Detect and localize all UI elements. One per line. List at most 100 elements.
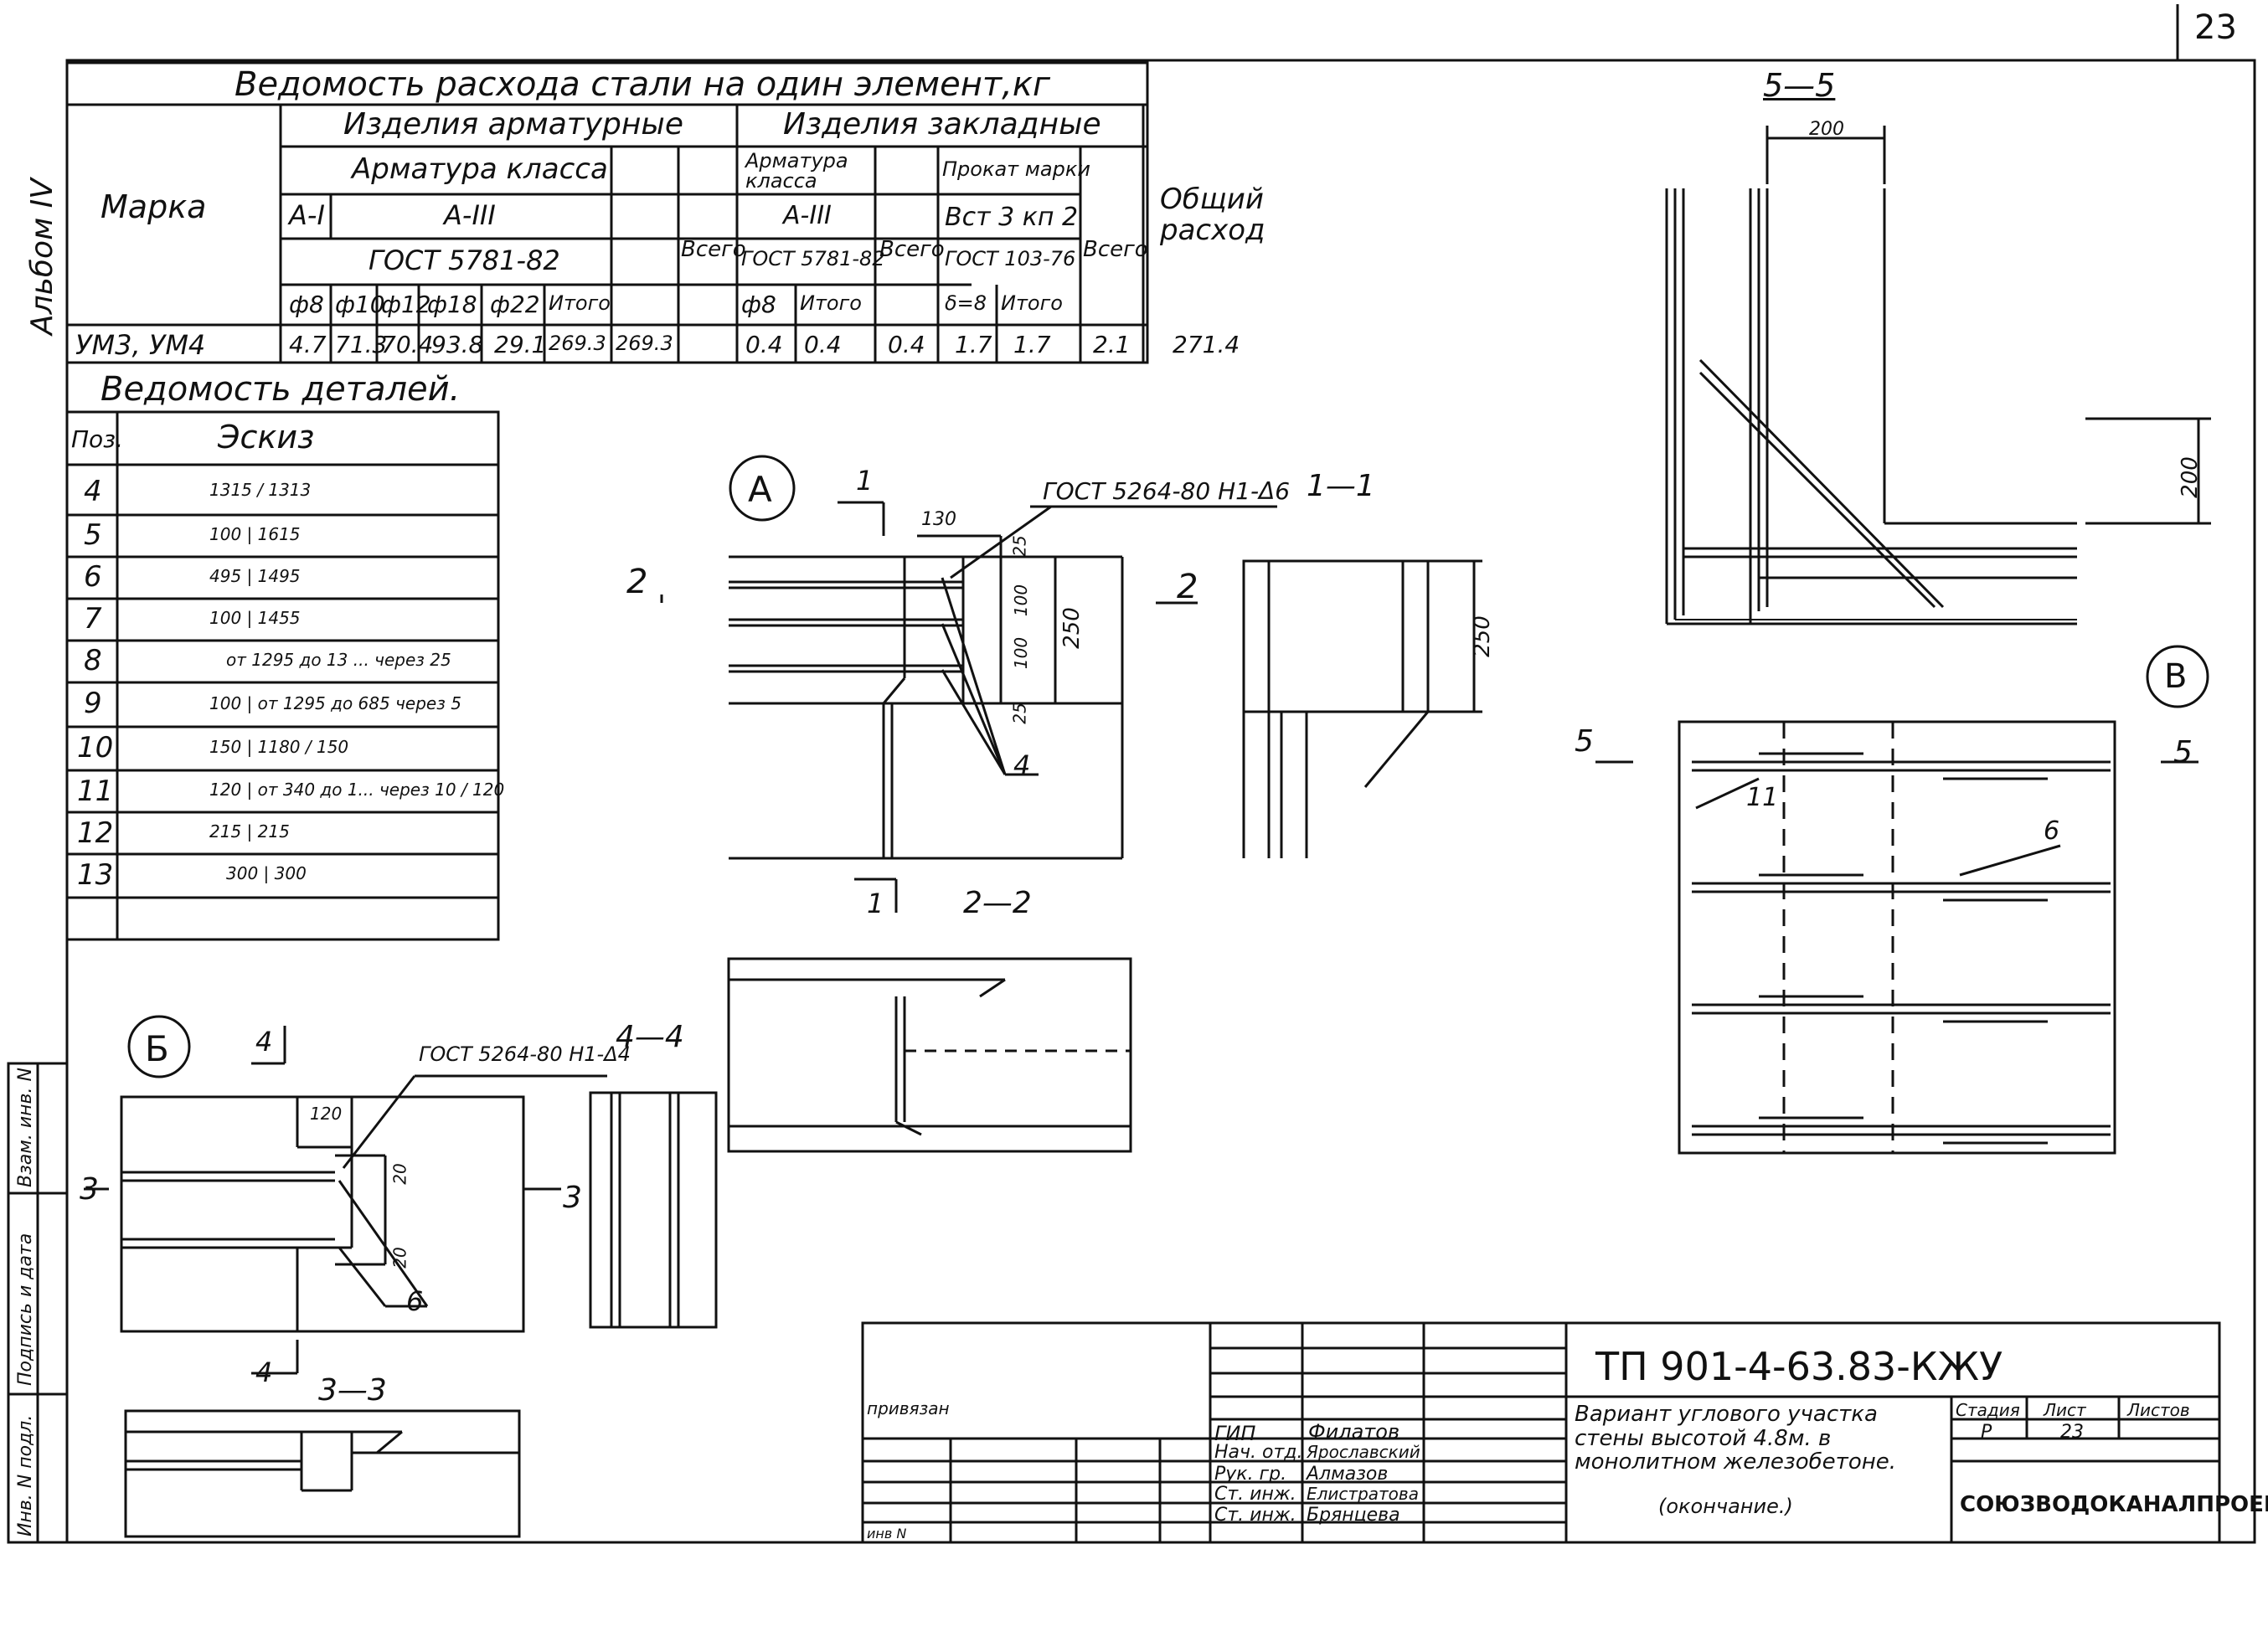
steel-group-embedded: Изделия закладные	[783, 107, 1101, 142]
privyazan-label: привязан	[867, 1398, 950, 1418]
role-0: ГИП	[1214, 1422, 1256, 1445]
mark-5-left: 5	[1575, 724, 1594, 759]
dim-120: 120	[310, 1104, 343, 1124]
details-row-sketch: 300 | 300	[226, 863, 307, 883]
steel-gost-rebar: ГОСТ 5781-82	[369, 244, 560, 276]
role-4: Ст. инж.	[1214, 1505, 1296, 1526]
steel-row-val-8: 0.4	[804, 331, 842, 358]
steel-rolled-gost: ГОСТ 103-76	[945, 247, 1076, 270]
details-row-pos: 10	[77, 731, 114, 764]
steel-emb-rebar-class: Арматура класса	[745, 149, 848, 193]
details-row-sketch: 100 | от 1295 до 685 через 5	[209, 693, 461, 713]
steel-row-val-10: 1.7	[955, 331, 992, 358]
mark-2-right: 2	[1177, 568, 1198, 606]
section-3-3-title: 3—3	[318, 1373, 387, 1408]
role-2: Рук. гр.	[1214, 1464, 1287, 1485]
steel-overall: Общий расход	[1160, 183, 1265, 248]
details-row-pos: 11	[77, 775, 114, 808]
details-row-sketch: 150 | 1180 / 150	[209, 737, 349, 757]
section-1-1-title: 1—1	[1307, 469, 1375, 503]
steel-total-emb-rebar: Всего	[879, 237, 945, 262]
inv-label: инв N	[867, 1526, 907, 1542]
steel-row-val-6: 269.3	[616, 332, 673, 355]
side-stamp-sign: Подпись и дата	[15, 1233, 36, 1386]
steel-row-val-5: 269.3	[549, 332, 606, 355]
sheet-label: Лист	[2044, 1400, 2086, 1420]
side-stamp-replace: Взам. инв. N	[15, 1068, 36, 1187]
steel-sub-2: ф12	[381, 291, 431, 318]
stage-value: Р	[1981, 1422, 1992, 1443]
steel-sub-5: Итого	[549, 291, 611, 315]
sheets-label: Листов	[2127, 1400, 2190, 1420]
mark-1-bottom: 1	[867, 888, 884, 919]
steel-row-val-1: 71.3	[335, 331, 388, 358]
details-row-pos: 9	[84, 687, 102, 720]
steel-sub-7: Итого	[800, 291, 862, 315]
node-v-label: В	[2164, 657, 2188, 696]
steel-table-title: Ведомость расхода стали на один элемент,…	[235, 65, 1051, 104]
details-row-sketch: 215 | 215	[209, 821, 290, 842]
details-row-pos: 6	[84, 560, 102, 594]
pos-4-label: 4	[1013, 749, 1031, 781]
steel-row-val-0: 4.7	[289, 331, 327, 358]
details-row-pos: 5	[84, 518, 102, 552]
pos-11-label: 11	[1746, 783, 1779, 812]
steel-row-val-3: 93.8	[431, 331, 484, 358]
steel-rolled: Прокат марки	[942, 157, 1090, 181]
steel-sub-1: ф10	[335, 291, 385, 318]
name-1: Ярославский	[1307, 1442, 1420, 1462]
weld-note-a: ГОСТ 5264-80 Н1-Δ6	[1043, 477, 1291, 505]
dim-20-b: 20	[389, 1247, 410, 1269]
details-row-sketch: 100 | 1455	[209, 608, 301, 628]
dim-200-top: 200	[1809, 119, 1844, 140]
steel-total-rolled: Всего	[1083, 237, 1148, 262]
details-col-sketch: Эскиз	[218, 419, 315, 456]
steel-row-val-12: 2.1	[1093, 331, 1131, 358]
steel-sub-3: ф18	[427, 291, 477, 318]
section-5-5-title: 5—5	[1763, 67, 1836, 104]
dim-100-a: 100	[1011, 584, 1032, 617]
role-3: Ст. инж.	[1214, 1484, 1296, 1505]
album-label: Альбом IV	[25, 178, 59, 335]
details-title: Ведомость деталей.	[101, 370, 461, 409]
side-stamp-inv: Инв. N подл.	[15, 1414, 36, 1536]
steel-class-a3: А-III	[444, 199, 496, 231]
pos-6-label-b: 6	[406, 1285, 424, 1317]
steel-sub-6: ф8	[741, 291, 776, 318]
mark-5-right: 5	[2173, 735, 2193, 770]
details-row-sketch: 1315 / 1313	[209, 480, 312, 500]
steel-emb-class: А-III	[783, 201, 832, 230]
sheet-number-badge: 23	[2194, 8, 2237, 47]
steel-row-val-13: 271.4	[1173, 331, 1240, 358]
details-col-pos: Поз.	[71, 425, 123, 453]
dim-20-a: 20	[389, 1163, 410, 1185]
steel-row-mark: УМ3, УМ4	[75, 329, 206, 361]
pos-6-label-v: 6	[2044, 816, 2060, 846]
node-b-label: Б	[145, 1028, 169, 1069]
details-row-pos: 4	[84, 475, 102, 508]
steel-sub-8: δ=8	[945, 291, 987, 315]
mark-2-left: 2	[626, 563, 648, 601]
section-2-2-title: 2—2	[963, 886, 1032, 920]
details-row-sketch: от 1295 до 13 ... через 25	[226, 650, 451, 670]
mark-4-bottom: 4	[255, 1356, 273, 1388]
details-row-pos: 8	[84, 644, 102, 677]
name-3: Елистратова	[1307, 1484, 1419, 1504]
details-row-pos: 12	[77, 816, 114, 850]
steel-rebar-class: Арматура класса	[352, 152, 608, 186]
mark-4-top: 4	[255, 1026, 273, 1058]
section-4-4-title: 4—4	[616, 1020, 684, 1054]
name-0: Филатов	[1308, 1420, 1400, 1444]
drawing-code: ТП 901-4-63.83-КЖУ	[1595, 1344, 2003, 1389]
name-4: Брянцева	[1307, 1505, 1400, 1526]
dim-25-bottom: 25	[1009, 703, 1030, 724]
steel-class-a1: А-I	[289, 199, 325, 231]
role-1: Нач. отд.	[1214, 1442, 1303, 1463]
details-row-sketch: 100 | 1615	[209, 524, 301, 544]
steel-row-val-4: 29.1	[494, 331, 547, 358]
node-a-label: А	[748, 469, 772, 510]
steel-col-mark: Марка	[101, 188, 207, 225]
steel-row-val-7: 0.4	[745, 331, 783, 358]
dim-130: 130	[921, 509, 956, 530]
